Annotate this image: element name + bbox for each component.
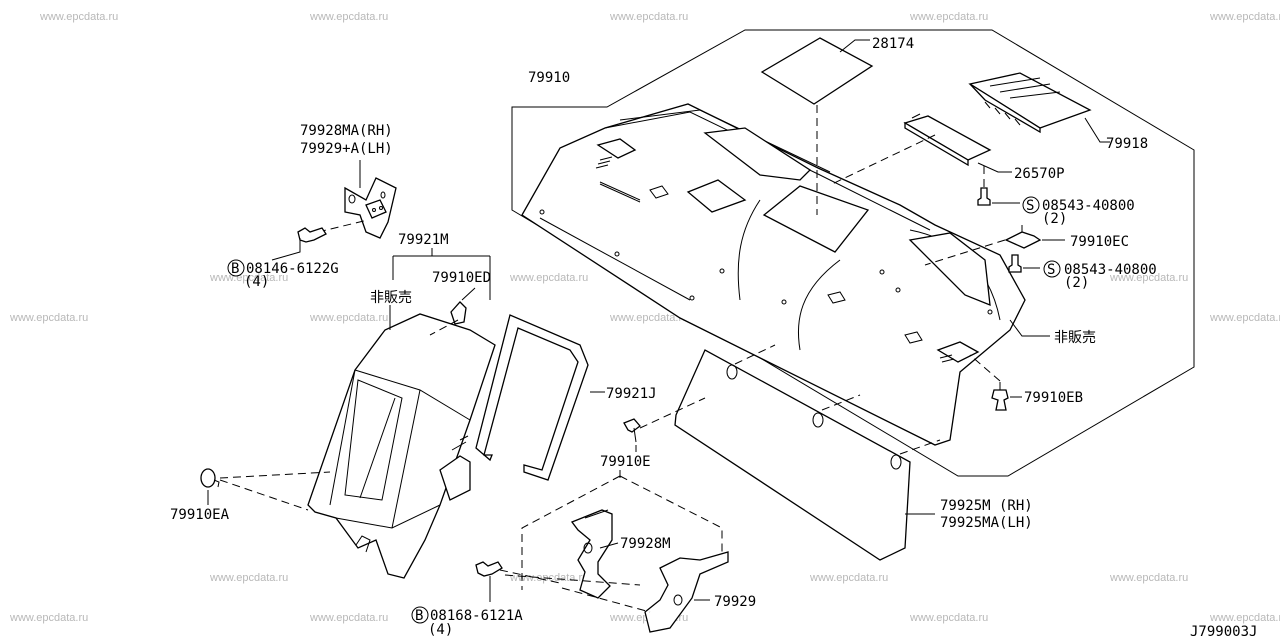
- watermark: www.epcdata.ru: [309, 312, 388, 324]
- label-bolt-upper-code: 08146-6122G: [246, 261, 339, 277]
- seal-79921j: [475, 314, 605, 481]
- watermark: www.epcdata.ru: [1109, 272, 1188, 284]
- watermark: www.epcdata.ru: [1209, 612, 1280, 624]
- label-79925m: 79925M (RH): [940, 498, 1033, 514]
- bracket-79929: [644, 551, 729, 633]
- side-trim-79921m: [307, 313, 496, 579]
- watermark: www.epcdata.ru: [809, 572, 888, 584]
- label-bolt-upper-qty: (4): [244, 274, 269, 290]
- label-not-for-sale-right: 非販売: [1054, 330, 1096, 346]
- bolt-symbol-lower: B: [415, 608, 423, 624]
- clip-79910ed: [429, 287, 476, 336]
- label-26570p: 26570P: [1014, 166, 1065, 182]
- label-79929: 79929: [714, 594, 756, 610]
- watermark: www.epcdata.ru: [1209, 11, 1280, 23]
- label-screw-lower-code: 08543-40800: [1064, 262, 1157, 278]
- pad-28174: [760, 37, 874, 105]
- clip-79910ec: [924, 225, 1065, 266]
- label-79921m: 79921M: [398, 232, 449, 248]
- parcel-shelf: [521, 103, 1026, 446]
- bolt-symbol-upper: B: [231, 261, 239, 277]
- label-bolt-lower-code: 08168-6121A: [430, 608, 523, 624]
- watermark: www.epcdata.ru: [909, 612, 988, 624]
- label-79928m: 79928M: [620, 536, 671, 552]
- watermark: www.epcdata.ru: [509, 272, 588, 284]
- label-79928ma: 79928MA(RH): [300, 123, 393, 139]
- watermark: www.epcdata.ru: [309, 11, 388, 23]
- bracket-79928ma: [317, 160, 397, 239]
- watermark: www.epcdata.ru: [909, 11, 988, 23]
- label-bolt-lower-qty: (4): [428, 622, 453, 638]
- label-79910: 79910: [528, 70, 570, 86]
- clip-79910e: [623, 397, 706, 452]
- watermark: www.epcdata.ru: [1209, 312, 1280, 324]
- lamp-26570p: [829, 113, 1012, 186]
- watermark: www.epcdata.ru: [39, 11, 118, 23]
- label-79929a: 79929+A(LH): [300, 141, 393, 157]
- watermark: www.epcdata.ru: [609, 312, 688, 324]
- label-79910eb: 79910EB: [1024, 390, 1083, 406]
- label-79910e: 79910E: [600, 454, 651, 470]
- trim-79925m: [674, 344, 941, 561]
- label-28174: 28174: [872, 36, 914, 52]
- screw-symbol-lower: S: [1047, 262, 1055, 278]
- watermark: www.epcdata.ru: [1109, 572, 1188, 584]
- grille-79918: [968, 72, 1110, 143]
- watermark: www.epcdata.ru: [9, 312, 88, 324]
- label-screw-upper-code: 08543-40800: [1042, 198, 1135, 214]
- screw-lower: [1008, 254, 1040, 273]
- screw-symbol-upper: S: [1026, 198, 1034, 214]
- label-not-for-sale-left: 非販売: [370, 290, 412, 306]
- watermark: www.epcdata.ru: [209, 272, 288, 284]
- label-79921j: 79921J: [606, 386, 657, 402]
- bolt-upper: [271, 227, 327, 261]
- label-79910ed: 79910ED: [432, 270, 491, 286]
- clip-79910eb: [969, 354, 1022, 411]
- watermark: www.epcdata.ru: [9, 612, 88, 624]
- watermark: www.epcdata.ru: [209, 572, 288, 584]
- watermark: www.epcdata.ru: [609, 11, 688, 23]
- label-screw-lower-qty: (2): [1064, 275, 1089, 291]
- label-79918: 79918: [1106, 136, 1148, 152]
- bracket-79928m: [570, 509, 619, 599]
- bolt-lower: [475, 561, 651, 613]
- screw-upper: [977, 166, 1020, 206]
- watermark: www.epcdata.ru: [309, 612, 388, 624]
- label-79910ea: 79910EA: [170, 507, 230, 523]
- diagram-id: J799003J: [1190, 624, 1257, 640]
- label-screw-upper-qty: (2): [1042, 211, 1067, 227]
- label-79910ec: 79910EC: [1070, 234, 1129, 250]
- label-79925ma: 79925MA(LH): [940, 515, 1033, 531]
- clip-79910ea: [200, 468, 331, 511]
- watermark-layer: www.epcdata.ru www.epcdata.ru www.epcdat…: [9, 11, 1280, 624]
